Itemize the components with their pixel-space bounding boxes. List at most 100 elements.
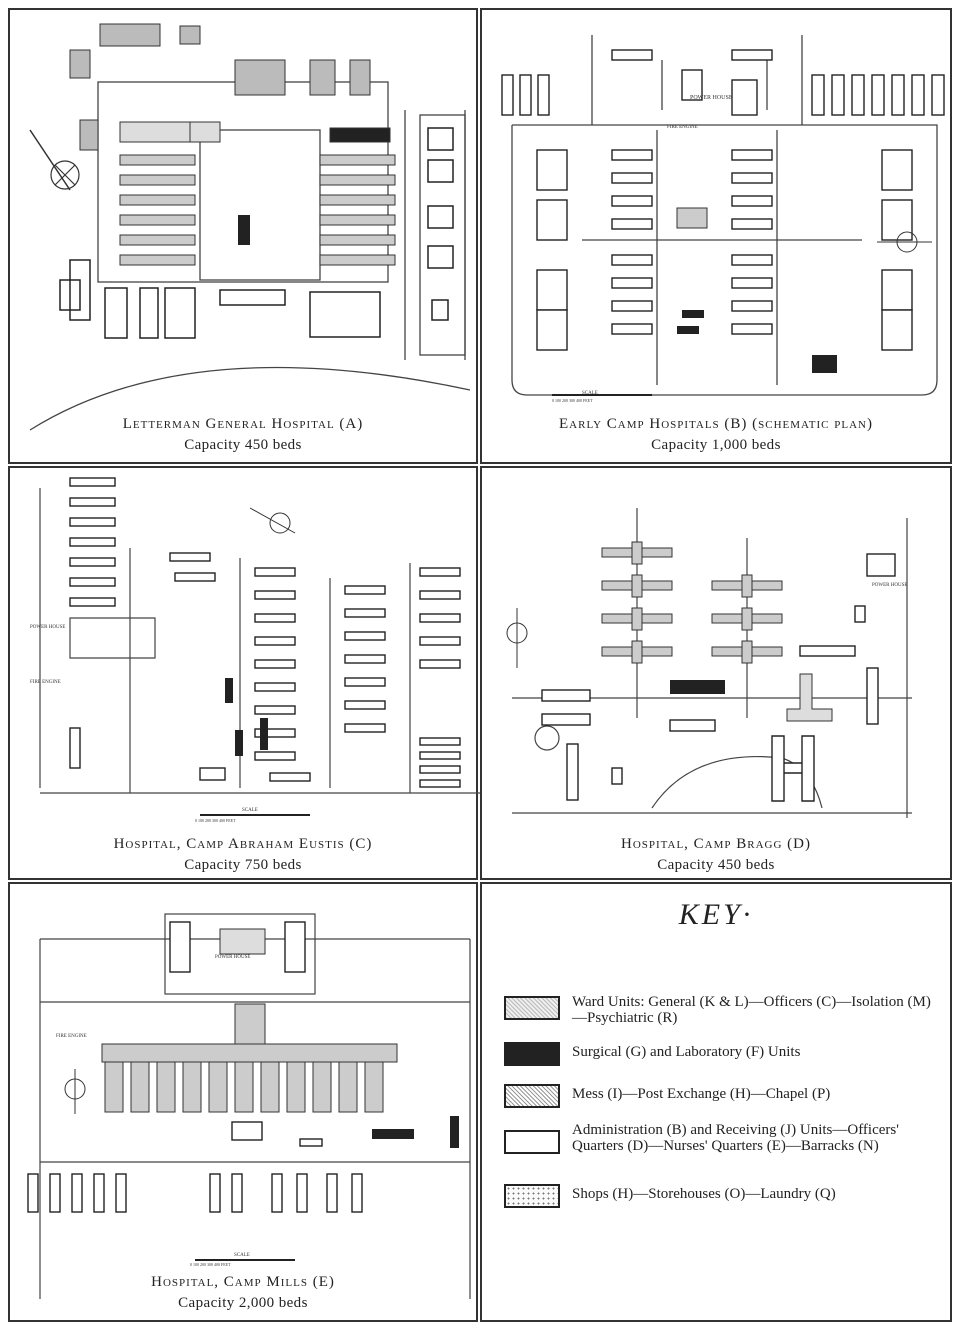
ward-unit xyxy=(501,74,514,116)
panel-title: Hospital, Camp Bragg (D) xyxy=(620,836,812,852)
plan-bragg: POWER HOUSE xyxy=(506,508,912,818)
barracks xyxy=(296,1173,308,1213)
ward-unit xyxy=(536,309,568,351)
nurses-quarters xyxy=(71,1173,83,1213)
ward-unit xyxy=(731,254,773,266)
ward-unit xyxy=(344,608,386,618)
ward-unit xyxy=(344,723,386,733)
key-item-text: Ward Units: General (K & L)—Officers (C)… xyxy=(572,994,931,1026)
ward-unit xyxy=(319,194,396,206)
ward-unit xyxy=(731,277,773,289)
barracks xyxy=(69,577,116,587)
plan-early-camp: POWER HOUSE FIRE ENGINE SCALE 0 100 200 … xyxy=(501,35,945,403)
post-exchange xyxy=(299,1138,323,1147)
ward-connector xyxy=(631,640,643,664)
label-fire-engine: FIRE ENGINE xyxy=(56,1034,87,1039)
ward-unit xyxy=(208,1061,228,1113)
ward-unit xyxy=(344,677,386,687)
ward-unit xyxy=(344,631,386,641)
barracks xyxy=(271,1173,283,1213)
ward-unit xyxy=(254,567,296,577)
nurses-quarters xyxy=(419,779,461,788)
ward-unit xyxy=(731,172,773,184)
officers-quarters xyxy=(69,727,81,769)
key-item-surgical: Surgical (G) and Laboratory (F) Units xyxy=(504,1040,934,1070)
ward-unit xyxy=(254,636,296,646)
ward-unit xyxy=(182,1061,202,1113)
panel-capacity: Capacity 750 beds xyxy=(184,857,302,873)
key-item-mess: Mess (I)—Post Exchange (H)—Chapel (P) xyxy=(504,1082,934,1112)
nurses-quarters xyxy=(93,1173,105,1213)
surgical-pattern-swatch xyxy=(504,1042,560,1066)
ward-unit xyxy=(731,300,773,312)
label-power-house: POWER HOUSE xyxy=(872,583,907,588)
key-item-text: Mess (I)—Post Exchange (H)—Chapel (P) xyxy=(572,1086,831,1102)
ward-connector xyxy=(631,574,643,598)
barracks xyxy=(326,1173,338,1213)
caption-eustis: Hospital, Camp Abraham Eustis (C) Capaci… xyxy=(10,834,476,876)
ward-unit xyxy=(119,154,196,166)
nurses-quarters xyxy=(27,1173,39,1213)
plan-mills: POWER HOUSE FIRE ENGINE SCALE 0 100 200 … xyxy=(27,913,471,1299)
barracks xyxy=(69,497,116,507)
ward-unit xyxy=(344,654,386,664)
power-house xyxy=(681,69,703,101)
label-power-house: POWER HOUSE xyxy=(30,625,65,630)
label-scale-ticks: 0 100 200 300 400 FEET xyxy=(552,398,593,403)
ward-unit xyxy=(536,269,568,311)
key-item-text: Surgical (G) and Laboratory (F) Units xyxy=(572,1044,801,1060)
ward-unit xyxy=(169,921,191,973)
ward-connector xyxy=(631,541,643,565)
administration xyxy=(231,1121,263,1141)
ward-unit xyxy=(419,613,461,623)
ward-unit xyxy=(319,154,396,166)
barracks xyxy=(351,1173,363,1213)
ward-unit xyxy=(344,700,386,710)
ward-unit xyxy=(254,590,296,600)
ward-unit xyxy=(731,218,773,230)
label-scale: SCALE xyxy=(242,808,258,813)
ward-unit xyxy=(611,172,653,184)
ward-unit xyxy=(319,234,396,246)
label-scale-ticks: 0 100 200 300 400 FEET xyxy=(190,1262,231,1267)
ward-unit xyxy=(537,74,550,116)
ward-unit xyxy=(254,613,296,623)
caption-early-camp: Early Camp Hospitals (B) (schematic plan… xyxy=(482,414,950,456)
panel-title: Letterman General Hospital (A) xyxy=(122,416,364,432)
ward-unit xyxy=(611,323,653,335)
storehouse xyxy=(731,49,773,61)
ward-unit xyxy=(881,199,913,241)
caption-bragg: Hospital, Camp Bragg (D) Capacity 450 be… xyxy=(482,834,950,876)
isolation-ward xyxy=(169,552,211,562)
barracks xyxy=(911,74,925,116)
caption-mills: Hospital, Camp Mills (E) Capacity 2,000 … xyxy=(10,1272,476,1314)
key-item-ward: Ward Units: General (K & L)—Officers (C)… xyxy=(504,994,934,1034)
barracks xyxy=(871,74,885,116)
ward-unit xyxy=(881,149,913,191)
barracks xyxy=(69,557,116,567)
officers-quarters xyxy=(209,1173,221,1213)
ward-connector xyxy=(741,640,753,664)
nurses-quarters xyxy=(49,1173,61,1213)
ward-unit xyxy=(234,1061,254,1113)
label-fire-engine: FIRE ENGINE xyxy=(30,680,61,685)
shops-pattern-swatch xyxy=(504,1184,560,1208)
ward-unit xyxy=(364,1061,384,1113)
ward-unit xyxy=(536,199,568,241)
panel-capacity: Capacity 450 beds xyxy=(184,437,302,453)
mess-hall xyxy=(234,1003,266,1045)
ward-unit xyxy=(254,728,296,738)
ward-unit xyxy=(119,174,196,186)
panel-capacity: Capacity 450 beds xyxy=(657,857,775,873)
ward-unit xyxy=(284,921,306,973)
ward-unit xyxy=(254,705,296,715)
officers-quarters xyxy=(231,1173,243,1213)
panel-title: Hospital, Camp Abraham Eustis (C) xyxy=(113,836,373,852)
label-power-house: POWER HOUSE xyxy=(690,95,733,101)
panel-early-camp: POWER HOUSE FIRE ENGINE SCALE 0 100 200 … xyxy=(480,8,952,464)
key-item-text: Administration (B) and Receiving (J) Uni… xyxy=(572,1122,899,1154)
ward-unit xyxy=(419,659,461,669)
ward-unit xyxy=(254,682,296,692)
ward-pattern-swatch xyxy=(504,996,560,1020)
